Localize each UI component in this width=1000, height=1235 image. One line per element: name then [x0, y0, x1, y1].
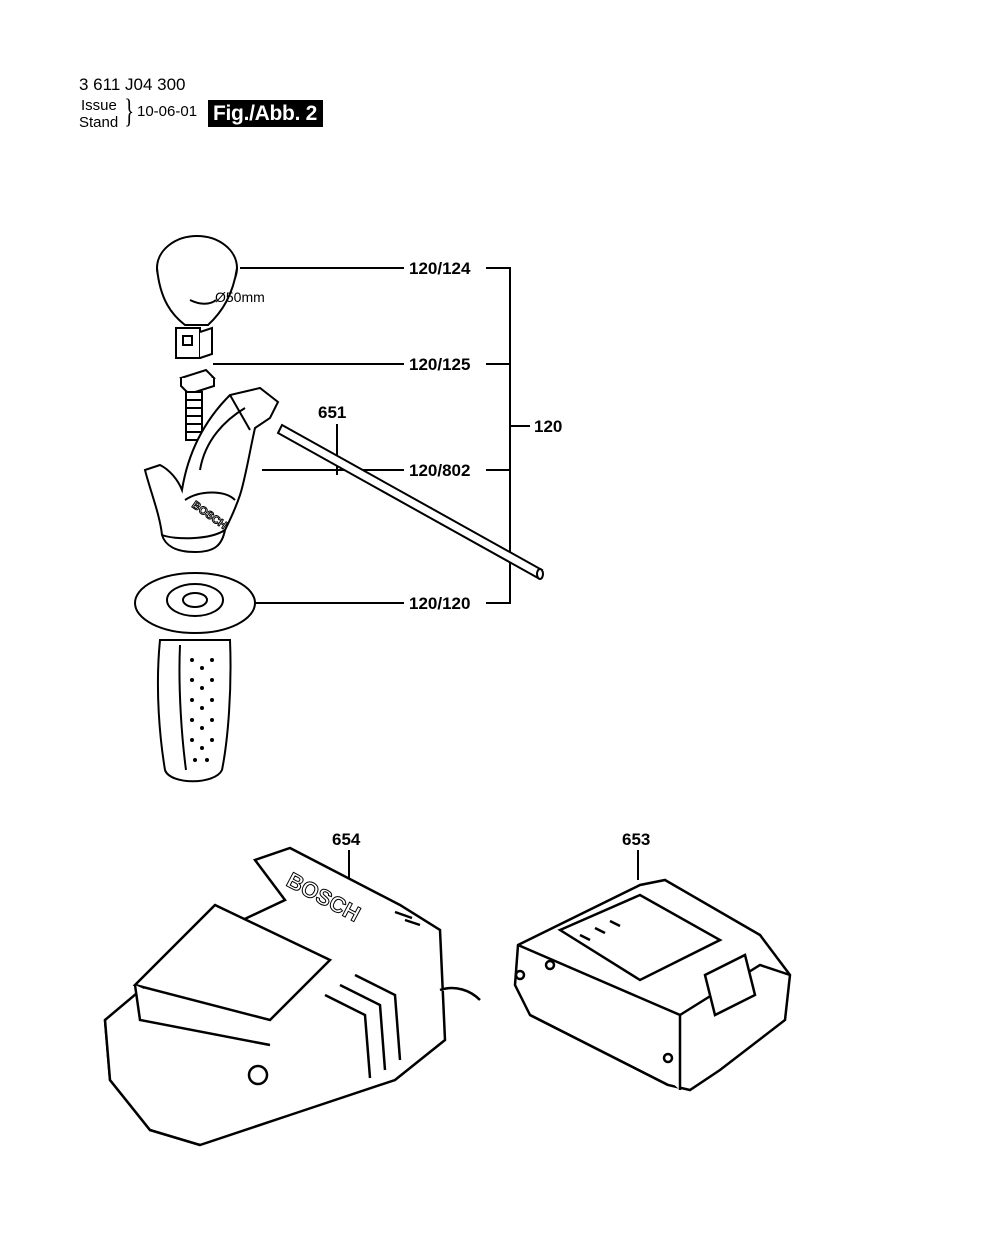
- part-label-120-124: 120/124: [409, 259, 471, 278]
- charger-part: [103, 846, 481, 1147]
- document-number: 3 611 J04 300: [79, 75, 186, 94]
- issue-label: Issue: [81, 97, 117, 114]
- part-label-120-802: 120/802: [409, 461, 470, 480]
- diameter-annotation: Ø50mm: [215, 289, 265, 305]
- depth-rod-part: [276, 423, 544, 580]
- aux-handle-texture: [190, 658, 214, 762]
- part-label-120: 120: [534, 417, 562, 436]
- assembly-bracket: [486, 267, 530, 604]
- t-bolt-part: [179, 368, 216, 441]
- part-label-653: 653: [622, 830, 650, 849]
- clamp-band-part: [156, 235, 238, 359]
- part-label-651: 651: [318, 403, 346, 422]
- issue-date: 10-06-01: [137, 103, 198, 120]
- handle-holder-part: [143, 386, 280, 554]
- part-label-120-125: 120/125: [409, 355, 470, 374]
- part-label-654: 654: [332, 830, 361, 849]
- brace-symbol: }: [124, 93, 135, 130]
- battery-pack-part: [513, 878, 792, 1092]
- aux-handle-part: [134, 572, 256, 783]
- part-label-120-120: 120/120: [409, 594, 470, 613]
- stand-label: Stand: [79, 114, 119, 131]
- figure-label: Fig./Abb. 2: [208, 100, 324, 127]
